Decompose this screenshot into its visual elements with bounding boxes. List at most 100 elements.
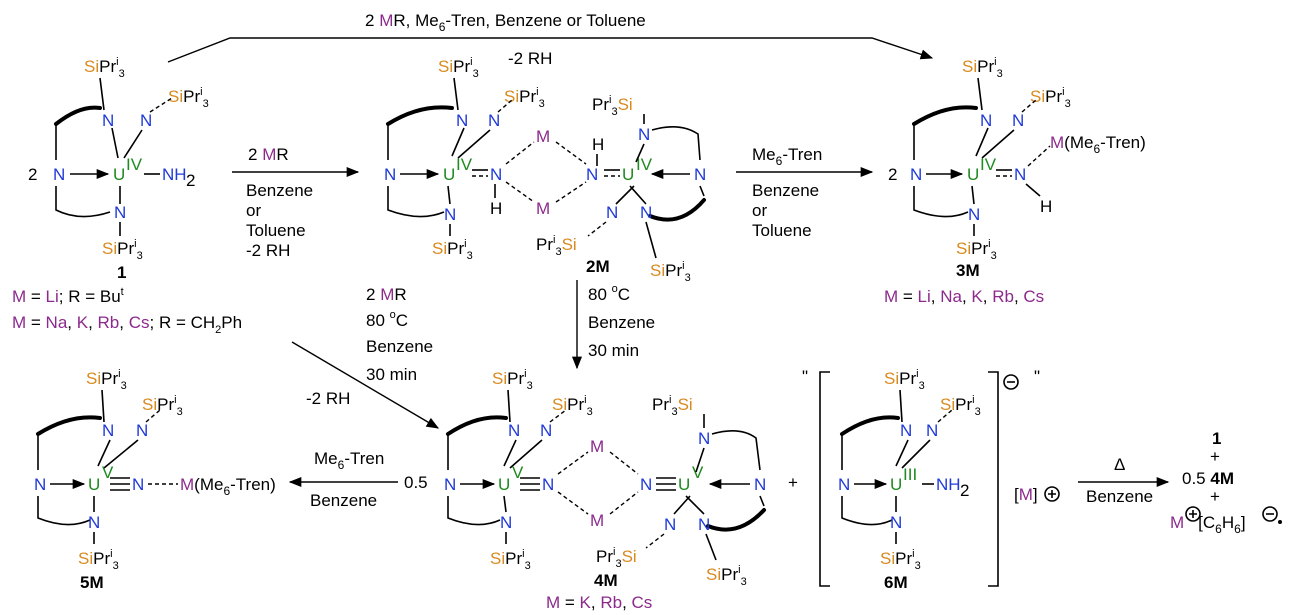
compound-3M-structure: 2 SiPri3 SiPri3 N N N U IV N M(Me6-Tren)… [888, 56, 1146, 280]
svg-text:2 MR: 2 MR [366, 285, 407, 304]
svg-text:SiPri3: SiPri3 [962, 56, 1003, 80]
svg-text:U: U [443, 165, 455, 184]
svg-text:M[C6H6]: M[C6H6] [1170, 513, 1246, 536]
compound-1-metal-definition-2: M = Na, K, Rb, Cs; R = CH2Ph [12, 313, 242, 336]
svg-text:N: N [638, 125, 650, 144]
compound-5M-metal: M(Me6-Tren) [180, 475, 276, 498]
svg-text:N: N [910, 165, 922, 184]
arrow-1-to-4M-loss: -2 RH [306, 389, 350, 408]
svg-text:Pri3Si: Pri3Si [536, 234, 577, 258]
svg-text:U: U [622, 165, 634, 184]
svg-text:M: M [590, 511, 604, 530]
svg-text:or: or [752, 201, 767, 220]
compound-3M-metal-definition: M = Li, Na, K, Rb, Cs [884, 287, 1044, 306]
svg-text:H: H [490, 199, 502, 218]
svg-text:N: N [1014, 165, 1026, 184]
svg-text:U: U [498, 475, 510, 494]
top-arrow-loss: -2 RH [508, 49, 552, 68]
compound-1-right-silyl: SiPri3 [168, 86, 209, 110]
svg-text:U: U [678, 475, 690, 494]
compound-2M-structure: SiPri3 SiPri3 N N N U IV N H M M N SiPri… [384, 56, 706, 284]
svg-text:SiPri3: SiPri3 [1030, 86, 1071, 110]
svg-text:IV: IV [636, 155, 653, 174]
svg-text:SiPri3: SiPri3 [956, 238, 997, 262]
svg-text:N: N [664, 515, 676, 534]
svg-text:Benzene: Benzene [588, 313, 655, 332]
svg-text:IV: IV [980, 155, 997, 174]
svg-text:III: III [903, 465, 917, 484]
svg-text:N: N [490, 165, 502, 184]
svg-text:N: N [102, 111, 114, 130]
svg-text:N: N [606, 203, 618, 222]
compound-3M-number: 3M [956, 261, 980, 280]
compound-6M-structure: " " SiPri3 SiPri3 N N N U III NH 2 N SiP… [802, 367, 1040, 592]
svg-text:N: N [640, 475, 652, 494]
svg-text:N: N [540, 421, 552, 440]
svg-text:N: N [694, 165, 706, 184]
svg-text:N: N [838, 475, 850, 494]
svg-text:N: N [754, 475, 766, 494]
compound-1-top-silyl: SiPri3 [84, 56, 125, 80]
svg-text:": " [1034, 367, 1040, 386]
compound-4M-metal-definition: M = K, Rb, Cs [546, 593, 652, 612]
svg-text:N: N [926, 421, 938, 440]
svg-text:N: N [586, 165, 598, 184]
svg-text:V: V [692, 463, 704, 482]
svg-text:SiPri3: SiPri3 [940, 394, 981, 418]
counter-cation: [M] [1014, 485, 1038, 504]
svg-text:N: N [132, 475, 144, 494]
svg-text:M: M [536, 199, 550, 218]
svg-text:Benzene: Benzene [246, 181, 313, 200]
svg-text:Benzene: Benzene [1086, 487, 1153, 506]
svg-text:SiPri3: SiPri3 [504, 86, 545, 110]
svg-text:N: N [102, 421, 114, 440]
svg-text:30 min: 30 min [366, 365, 417, 384]
svg-text:V: V [102, 463, 114, 482]
compound-2M-number: 2M [586, 257, 610, 276]
compound-1-number: 1 [117, 263, 126, 282]
compound-6M-number: 6M [884, 573, 908, 592]
svg-text:N: N [53, 165, 65, 184]
svg-text:N: N [890, 513, 902, 532]
compound-1-metal-definition-1: M = Li; R = But [12, 286, 124, 306]
svg-text:N: N [136, 421, 148, 440]
svg-text:Pri3Si: Pri3Si [652, 394, 693, 418]
svg-text:N: N [88, 513, 100, 532]
arrow-2M-to-3M-reagent: Me6-Tren [752, 145, 822, 168]
svg-text:N: N [384, 165, 396, 184]
svg-text:IV: IV [456, 155, 473, 174]
svg-text:N: N [508, 421, 520, 440]
svg-text:N: N [1012, 111, 1024, 130]
svg-text:N: N [698, 515, 710, 534]
svg-text:80 oC: 80 oC [588, 283, 630, 304]
svg-text:U: U [967, 165, 979, 184]
svg-text:Benzene: Benzene [752, 181, 819, 200]
svg-text:N: N [488, 111, 500, 130]
svg-text:": " [802, 367, 808, 386]
top-arrow-conditions: 2 MR, Me6-Tren, Benzene or Toluene [365, 11, 646, 34]
compound-4M-structure: SiPri3 SiPri3 N N N U V N M M N SiPri3 N… [444, 368, 766, 590]
plus-sign: + [788, 473, 798, 492]
svg-text:U: U [113, 165, 125, 184]
svg-text:N: N [140, 111, 152, 130]
svg-text:SiPri3: SiPri3 [884, 368, 925, 392]
svg-text:N: N [444, 205, 456, 224]
svg-text:Toluene: Toluene [752, 221, 812, 240]
svg-text:NH: NH [162, 165, 187, 184]
svg-text:SiPri3: SiPri3 [492, 368, 533, 392]
svg-text:SiPri3: SiPri3 [142, 394, 183, 418]
svg-text:2: 2 [186, 171, 195, 190]
svg-text:V: V [512, 463, 524, 482]
svg-text:N: N [698, 429, 710, 448]
compound-5M-structure: SiPri3 SiPri3 N N N U V N M(Me6-Tren) N … [34, 368, 276, 592]
svg-text:SiPri3: SiPri3 [86, 368, 127, 392]
svg-text:Toluene: Toluene [246, 221, 306, 240]
svg-text:H: H [1040, 197, 1052, 216]
svg-text:N: N [640, 203, 652, 222]
svg-text:N: N [114, 203, 126, 222]
svg-text:Pri3Si: Pri3Si [592, 94, 633, 118]
arrow-1-to-4M [291, 341, 440, 429]
compound-1-structure: 2 SiPri3 SiPri3 N N N U IV NH 2 N SiPri3… [28, 56, 209, 282]
svg-text:0.5 4M: 0.5 4M [1182, 469, 1234, 488]
